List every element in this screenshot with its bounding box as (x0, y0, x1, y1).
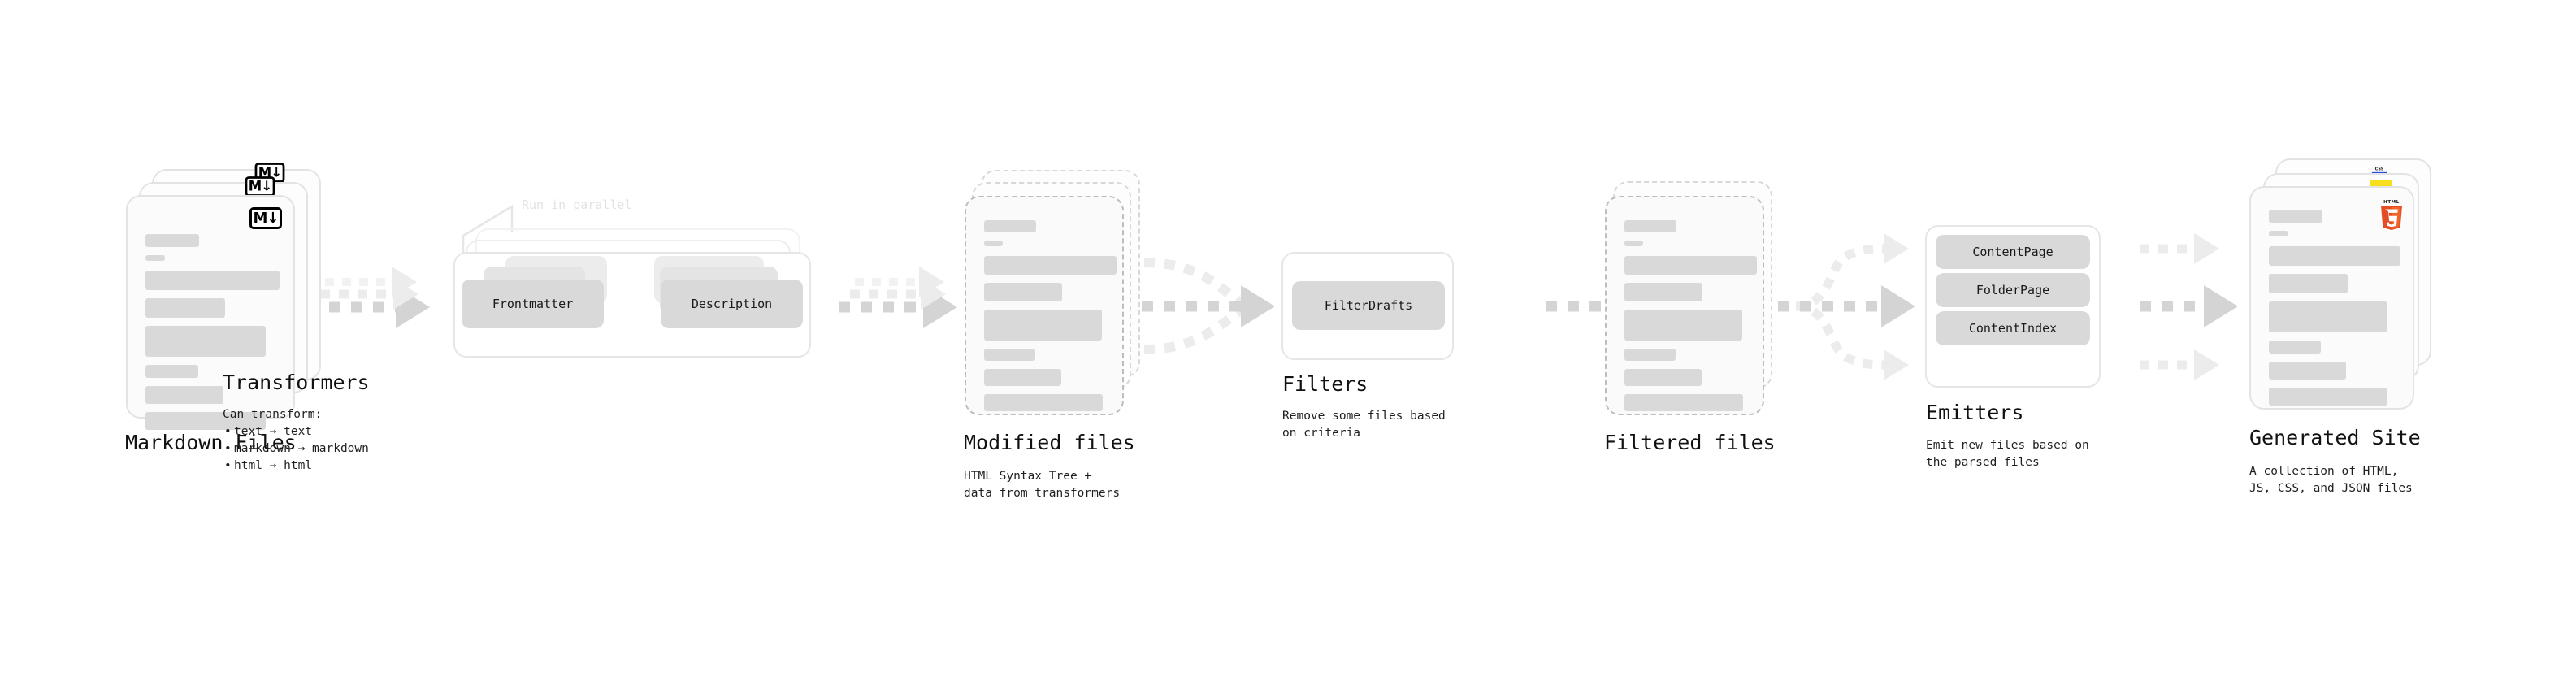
doc-placeholder-lines (2269, 210, 2400, 414)
run-in-parallel-note: Run in parallel (522, 197, 632, 212)
transformers-bullet-text: text → text (224, 423, 369, 440)
transformer-chip-description[interactable]: Description (661, 280, 803, 328)
generated-site-caption: A collection of HTML, JS, CSS, and JSON … (2249, 465, 2413, 495)
emitter-chip-contentpage[interactable]: ContentPage (1936, 235, 2090, 269)
connector-emitters-to-site (2140, 233, 2238, 380)
doc-placeholder-lines (145, 234, 280, 438)
emitters-caption: Emit new files based on the parsed files (1926, 439, 2089, 469)
filtered-files-title: Filtered files (1604, 431, 1776, 454)
modified-card-front (965, 196, 1124, 415)
html5-icon: HTML (2381, 200, 2402, 230)
filter-chip-filterdrafts[interactable]: FilterDrafts (1292, 281, 1445, 330)
svg-text:HTML: HTML (2383, 200, 2400, 205)
connector-transformers-to-modified (839, 267, 957, 328)
modified-files-caption: HTML Syntax Tree + data from transformer… (964, 470, 1121, 500)
connector-markdown-to-transformers (307, 267, 430, 328)
filters-title: Filters (1282, 372, 1368, 396)
filters-caption: Remove some files based on criteria (1282, 410, 1446, 440)
transformers-caption-lead: Can transform: (223, 408, 323, 421)
emitter-chip-folderpage[interactable]: FolderPage (1936, 273, 2090, 307)
transformers-title: Transformers (223, 371, 370, 394)
emitter-chip-contentindex[interactable]: ContentIndex (1936, 311, 2090, 345)
connector-filtered-to-emitters (1778, 233, 1915, 380)
modified-files-title: Modified files (964, 431, 1135, 454)
emitters-title: Emitters (1926, 401, 2024, 424)
generated-site-title: Generated Site (2249, 426, 2421, 449)
transformers-caption: Can transform: text → text markdown → ma… (223, 406, 369, 475)
site-card-front: HTML (2249, 186, 2414, 410)
transformers-bullet-markdown: markdown → markdown (224, 440, 369, 458)
markdown-icon: M↓ (249, 207, 282, 229)
markdown-card-front: M↓ (126, 195, 295, 430)
transformers-bullet-html: html → html (224, 458, 369, 475)
connector-modified-to-filters (1142, 258, 1275, 354)
doc-placeholder-lines (984, 220, 1117, 419)
transformer-chip-frontmatter[interactable]: Frontmatter (462, 280, 604, 328)
doc-placeholder-lines (1624, 220, 1757, 419)
filtered-card-front (1605, 196, 1764, 415)
svg-text:CSS: CSS (2375, 167, 2384, 172)
markdown-icon-back-1: M↓ (245, 176, 275, 197)
